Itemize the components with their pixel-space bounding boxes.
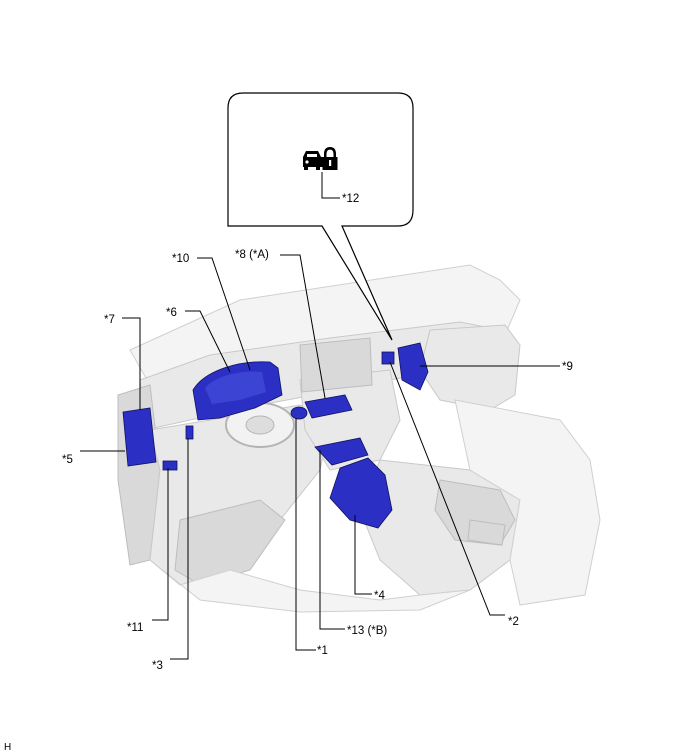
label-9: *9 <box>562 361 573 373</box>
label-12: *12 <box>342 193 359 205</box>
small-sensor-part <box>185 425 194 440</box>
passenger-ecu-part <box>397 342 429 391</box>
label-7: *7 <box>104 314 115 326</box>
switch-part <box>290 406 308 420</box>
car-lock-icon <box>303 147 338 170</box>
small-module-part <box>162 460 178 471</box>
label-11: *11 <box>127 622 143 634</box>
label-8: *8 (*A) <box>235 249 269 261</box>
label-10: *10 <box>172 253 189 265</box>
label-6: *6 <box>166 307 177 319</box>
label-5: *5 <box>62 454 73 466</box>
components <box>122 342 429 529</box>
callout-bubble: *12 <box>227 92 414 341</box>
label-13: *13 (*B) <box>347 625 387 637</box>
label-1: *1 <box>317 645 328 657</box>
part-labels: *10 *8 (*A) *6 *7 *9 *5 *4 *2 *11 *13 (*… <box>62 249 573 672</box>
label-4: *4 <box>374 590 385 602</box>
label-2: *2 <box>508 616 519 628</box>
center-module-part <box>304 394 353 419</box>
left-ecu-part <box>122 407 157 467</box>
corner-mark: H <box>4 742 11 753</box>
shift-unit-part <box>329 457 393 529</box>
label-3: *3 <box>152 660 163 672</box>
console-module-part <box>314 437 369 466</box>
leader-lines <box>80 254 560 660</box>
right-dash-module-part <box>381 351 395 365</box>
vehicle-interior-illustration <box>117 264 601 613</box>
